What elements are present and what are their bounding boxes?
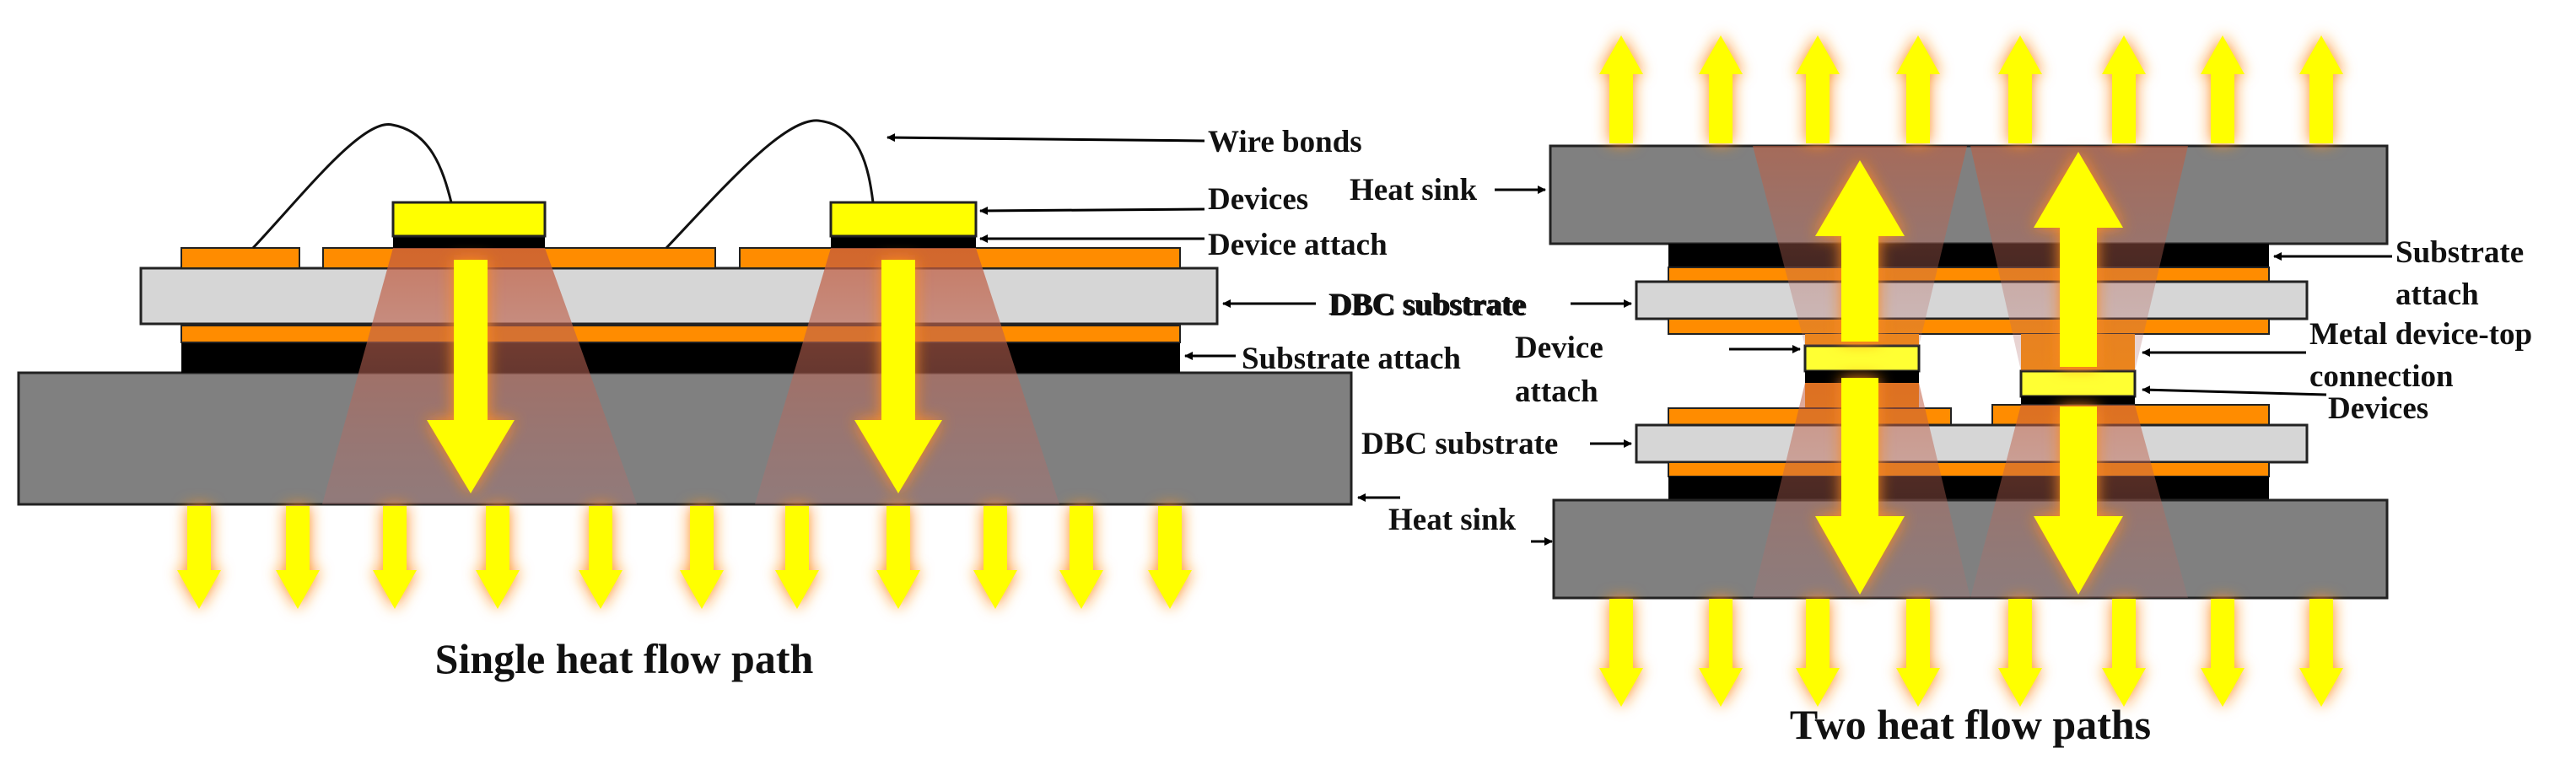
right-device-attach-1 [1805,371,1919,383]
right-bottom-substrate-attach [1668,477,2269,500]
right-bottom-dbc-outer-copper [1668,461,2270,477]
right-top-heat-sink-arrow [1599,35,1643,143]
right-top-heat-sink-arrow [2299,35,2343,143]
left-device-1 [391,201,547,238]
caption-two-heat-flow: Two heat flow paths [1790,701,2151,748]
left-heat-sink-arrow [1148,506,1192,609]
right-main-arrow-down-1 [1815,378,1905,595]
label-device-attach: Device attach [1208,228,1388,262]
right-main-arrow-up-2 [2034,152,2123,367]
left-main-arrow-2 [854,260,942,493]
right-bottom-heat-sink-arrow [1998,599,2042,707]
right-top-dbc-inner-copper [1668,318,2270,335]
left-wire-bond-2 [665,119,875,250]
left-dbc-ceramic [139,267,1219,326]
label-substrate-attach-line2: attach [2395,277,2479,312]
right-assembly [1549,144,2389,600]
left-heat-sink-arrow [1059,506,1103,609]
right-bottom-heat-sink-arrow [1699,599,1743,707]
right-device-1 [1803,344,1921,373]
left-heat-sink-arrow [276,506,320,609]
right-heat-sink-bottom [1552,498,2389,600]
label-wire-bonds: Wire bonds [1208,125,1362,159]
label-metal-device-top-line2: connection [2309,359,2454,394]
left-heat-sink-arrow [876,506,920,609]
left-heat-sink-arrow [775,506,819,609]
right-device-2 [2019,369,2137,398]
left-assembly [17,119,1353,506]
left-heat-sink-arrow [579,506,622,609]
right-heat-sink-top [1549,144,2389,245]
label-metal-device-top-line1: Metal device-top [2309,317,2532,352]
right-bottom-heat-sink-arrow [2299,599,2343,707]
label-devices: Devices [1208,182,1308,217]
right-top-heat-sink-arrow [1896,35,1940,143]
left-labels: Wire bonds Devices Device attach DBC sub… [435,125,1526,682]
label-dbc-substrate: DBC substrate [1328,288,1525,322]
right-top-heat-sink-arrow [1699,35,1743,143]
label-devices-right: Devices [2328,391,2428,426]
right-top-substrate-attach [1668,244,2269,269]
label-substrate-attach-line1: Substrate [2395,235,2524,270]
right-top-dbc-outer-copper [1668,267,2270,283]
caption-single-heat-flow: Single heat flow path [435,635,814,682]
label-dbc-substrate-bottom: DBC substrate [1361,427,1558,461]
left-device-attach-2 [831,236,976,248]
right-top-heat-sink-arrow [2102,35,2146,143]
left-top-copper-1 [181,247,300,269]
left-main-heat-arrows [427,260,942,493]
right-main-arrow-up-1 [1815,160,1905,342]
right-main-arrow-down-2 [2034,407,2123,595]
right-main-heat-arrows [1815,152,2123,595]
label-heat-sink-bottom: Heat sink [1388,503,1517,537]
left-substrate-attach [181,341,1180,373]
label-device-attach-line1: Device [1515,331,1603,365]
left-heat-sink-arrow [680,506,724,609]
left-wire-bond-1 [251,123,453,250]
left-heat-sink-arrow [973,506,1017,609]
right-bottom-heat-sink-arrow [1896,599,1940,707]
right-bottom-heat-sink-arrow [1796,599,1840,707]
right-labels: Heat sink Substrate attach DBC substrate… [1330,173,2532,748]
right-top-heat-sink-arrow [2201,35,2245,143]
right-device-attach-2 [2021,396,2135,405]
left-heat-sink-arrow [177,506,221,609]
label-dbc-substrate-top: DBC substrate [1330,288,1527,323]
right-bottom-dbc-ceramic [1635,423,2309,464]
label-heat-sink-top: Heat sink [1350,173,1478,207]
right-top-heat-sink-arrow [1796,35,1840,143]
left-bottom-copper [181,325,1181,343]
right-top-dbc-ceramic [1635,280,2309,320]
right-bottom-heat-sink-arrow [2201,599,2245,707]
left-heat-sink-arrow [476,506,520,609]
left-device-attach-1 [393,236,545,248]
left-heat-sink-arrow [373,506,417,609]
left-main-arrow-1 [427,260,515,493]
left-heat-sink-arrows [177,506,1192,609]
right-bottom-heat-sink-arrow [2102,599,2146,707]
label-device-attach-line2: attach [1515,374,1598,409]
right-heat-sink-arrows [1599,35,2343,707]
left-heat-sink [17,371,1353,506]
right-bottom-heat-sink-arrow [1599,599,1643,707]
label-substrate-attach: Substrate attach [1242,342,1461,376]
right-top-heat-sink-arrow [1998,35,2042,143]
left-device-2 [829,201,978,238]
